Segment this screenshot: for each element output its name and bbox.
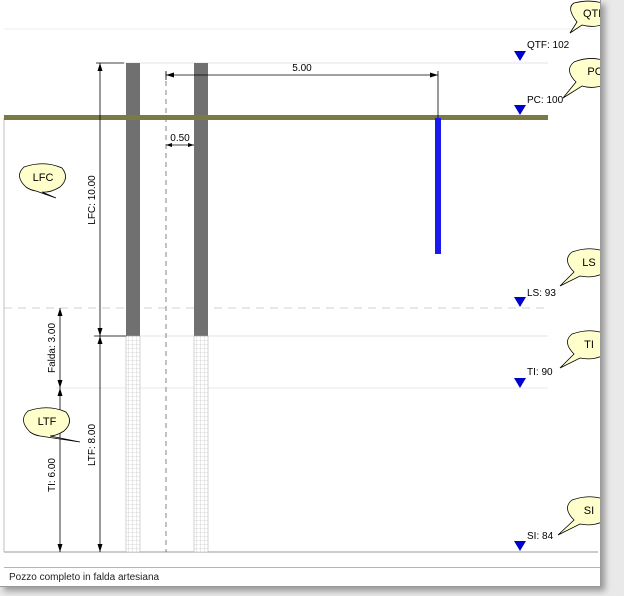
well-casing-right (194, 63, 208, 336)
filter-left (125, 335, 141, 553)
ground-surface (4, 115, 548, 120)
falda-value: Falda: 3.00 (47, 323, 58, 373)
pc-callout-icon (562, 58, 616, 99)
qtf-marker-icon (514, 51, 526, 61)
ls-marker-icon (514, 297, 526, 307)
lfc-callout-icon (19, 163, 66, 199)
lfc-dimension (94, 62, 126, 337)
pc-callout-text: PC (587, 66, 600, 78)
diagram-window: 5.00 0.50 LFC: 10.00 LTF: 8.00 Falda: 3.… (0, 0, 616, 587)
piezometer-rod (435, 118, 441, 254)
si-callout: SI (557, 496, 612, 536)
ti-level-label: TI: 90 (527, 367, 553, 378)
lfc-callout-text: LFC (33, 172, 54, 184)
ltf-value: LTF: 8.00 (87, 424, 98, 466)
si-callout-text: SI (584, 505, 594, 517)
distance-dimension (165, 71, 439, 118)
casing-gap-dimension (166, 143, 194, 147)
well-casing-left (126, 63, 140, 336)
ls-level-label: LS: 93 (527, 288, 556, 299)
ltf-callout: LTF (23, 407, 81, 443)
ltf-dimension (97, 336, 103, 552)
diagram-caption: Pozzo completo in falda artesiana (9, 572, 160, 583)
falda-dimension (57, 308, 63, 388)
ti-marker-icon (514, 378, 526, 388)
distance-value: 5.00 (292, 63, 312, 74)
ltf-callout-icon (23, 407, 81, 443)
caption-bar: Pozzo completo in falda artesiana (4, 567, 600, 586)
qtf-level-label: QTF: 102 (527, 40, 570, 51)
pc-callout: PC (562, 58, 616, 99)
ti-callout-icon (559, 330, 612, 369)
pc-level-label: PC: 100 (527, 95, 564, 106)
ls-callout-text: LS (582, 257, 595, 269)
casing-gap-value: 0.50 (170, 133, 190, 144)
well-diagram: 5.00 0.50 LFC: 10.00 LTF: 8.00 Falda: 3.… (3, 0, 616, 553)
filter-right (193, 335, 209, 553)
qtf-callout: QTF (569, 0, 614, 34)
lfc-callout: LFC (19, 163, 66, 199)
si-marker-icon (514, 541, 526, 551)
si-level-label: SI: 84 (527, 531, 554, 542)
lfc-value: LFC: 10.00 (87, 175, 98, 225)
ti-callout: TI (559, 330, 612, 369)
pc-marker-icon (514, 105, 526, 115)
ti-dim-value: TI: 6.00 (47, 458, 58, 492)
qtf-callout-text: QTF (583, 8, 600, 20)
ltf-callout-text: LTF (38, 416, 57, 428)
ls-callout: LS (559, 248, 612, 287)
ti-callout-text: TI (584, 339, 594, 351)
